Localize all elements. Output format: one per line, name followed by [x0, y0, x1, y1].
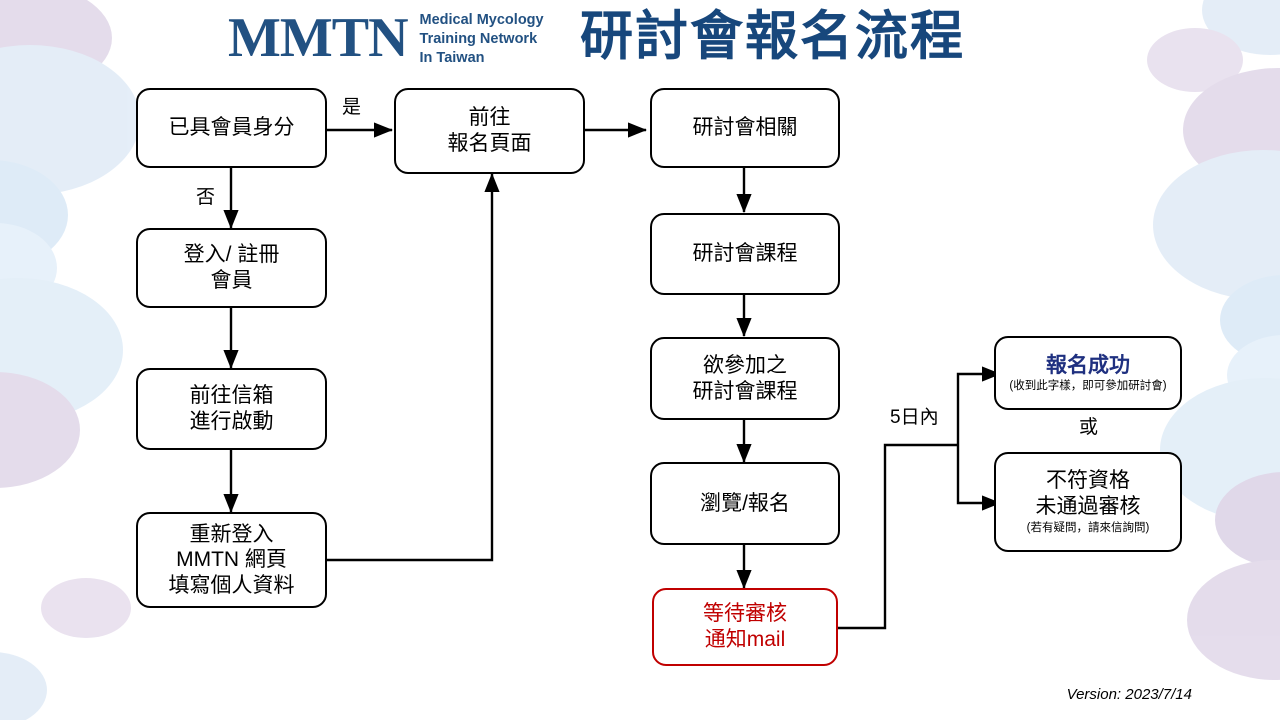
node-label: 重新登入 MMTN 網頁 填寫個人資料: [168, 522, 295, 597]
edge-await-to-split: [838, 443, 958, 630]
edge-label-yes: 是: [342, 97, 362, 118]
page-title: 研討會報名流程: [580, 7, 965, 66]
node-mailbox-activate[interactable]: 前往信箱 進行啟動: [136, 368, 327, 450]
mmtn-logo: MMTN Medical Mycology Training Network I…: [228, 8, 544, 68]
edge-split-to-reject: [956, 445, 1001, 511]
edge-label-within-5-days: 5日內: [890, 407, 939, 428]
node-seminar-courses[interactable]: 研討會課程: [650, 213, 840, 295]
node-login-register[interactable]: 登入/ 註冊 會員: [136, 228, 327, 308]
version-stamp: Version: 2023/7/14: [1066, 686, 1192, 703]
node-await-review[interactable]: 等待審核 通知mail: [652, 588, 838, 666]
node-signup-success[interactable]: 報名成功 (收到此字樣，即可參加研討會): [994, 336, 1182, 410]
node-label: 登入/ 註冊 會員: [183, 243, 280, 292]
edge-split-to-success: [956, 366, 1001, 445]
node-desired-courses[interactable]: 欲參加之 研討會課程: [650, 337, 840, 420]
edge-label-no: 否: [196, 187, 216, 208]
reject-subtitle: (若有疑問，請來信詢問): [1026, 521, 1150, 534]
node-label: 欲參加之 研討會課程: [692, 353, 798, 403]
reject-title: 不符資格 未通過審核: [1035, 469, 1141, 519]
node-browse-signup[interactable]: 瀏覽/報名: [650, 462, 840, 545]
node-goto-signup-page[interactable]: 前往 報名頁面: [394, 88, 585, 174]
node-label: 前往信箱 進行啟動: [189, 384, 274, 433]
node-label: 等待審核 通知mail: [703, 602, 787, 651]
node-label: 前往 報名頁面: [447, 106, 532, 155]
node-label: 研討會相關: [692, 116, 798, 140]
node-signup-rejected[interactable]: 不符資格 未通過審核 (若有疑問，請來信詢問): [994, 452, 1182, 552]
logo-subtitle: Medical Mycology Training Network In Tai…: [419, 12, 544, 67]
node-seminar-related[interactable]: 研討會相關: [650, 88, 840, 168]
success-title: 報名成功: [1046, 353, 1130, 377]
edge-label-or: 或: [1079, 417, 1099, 438]
node-member-check[interactable]: 已具會員身分: [136, 88, 327, 168]
node-label: 研討會課程: [692, 242, 798, 266]
node-relogin-profile[interactable]: 重新登入 MMTN 網頁 填寫個人資料: [136, 512, 327, 608]
success-subtitle: (收到此字樣，即可參加研討會): [1009, 379, 1167, 392]
node-label: 已具會員身分: [168, 116, 295, 140]
logo-wordmark: MMTN: [228, 7, 409, 70]
edge-relogin-to-signup: [327, 173, 500, 562]
node-label: 瀏覽/報名: [700, 491, 790, 515]
header: MMTN Medical Mycology Training Network I…: [0, 0, 1280, 80]
